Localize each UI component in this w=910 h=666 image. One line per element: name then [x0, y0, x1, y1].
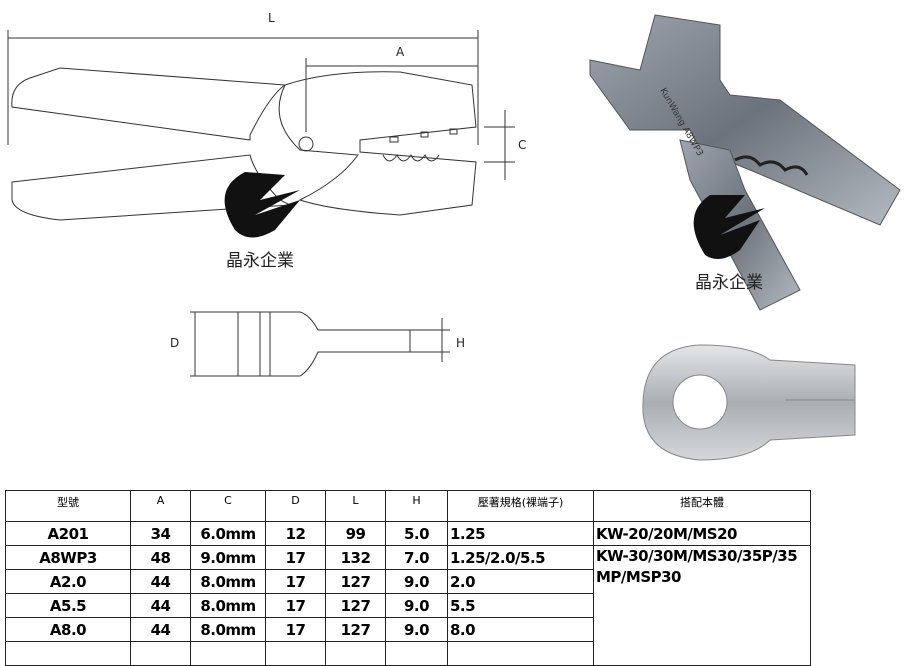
cell-spec: 1.25 [447, 521, 594, 546]
header-spec: 壓著規格(裸端子) [447, 490, 594, 522]
brand-logo-icon [224, 172, 300, 238]
cell-C: 8.0mm [190, 593, 266, 618]
empty-cell [325, 641, 386, 666]
cell-model: A8.0 [5, 617, 131, 642]
empty-cell [130, 641, 191, 666]
header-A: A [130, 490, 191, 522]
cell-C: 9.0mm [190, 545, 266, 570]
dim-label-C: C [518, 138, 526, 152]
empty-cell [385, 641, 448, 666]
cell-A: 44 [130, 617, 191, 642]
cell-L: 127 [325, 617, 386, 642]
cell-C: 6.0mm [190, 521, 266, 546]
cell-D: 17 [265, 593, 326, 618]
cell-A: 48 [130, 545, 191, 570]
cell-spec: 8.0 [447, 617, 594, 642]
cell-D: 12 [265, 521, 326, 546]
dim-label-A: A [396, 45, 405, 59]
table-row: A2.0 44 8.0mm 17 127 9.0 2.0 [5, 569, 811, 594]
cell-model: A201 [5, 521, 131, 546]
cell-A: 44 [130, 593, 191, 618]
cell-D: 17 [265, 545, 326, 570]
table-row-empty [5, 641, 811, 666]
spec-table: 型號 A C D L H 壓著規格(裸端子) 搭配本體 A201 34 6.0m… [5, 490, 811, 666]
table-row: A201 34 6.0mm 12 99 5.0 1.25 KW-20/20M/M… [5, 521, 811, 546]
header-C: C [190, 490, 266, 522]
empty-cell [5, 641, 131, 666]
cell-model: A8WP3 [5, 545, 131, 570]
cell-L: 132 [325, 545, 386, 570]
cell-H: 7.0 [385, 545, 448, 570]
cell-spec: 5.5 [447, 593, 594, 618]
brand-logo-icon [693, 195, 765, 259]
cell-H: 9.0 [385, 593, 448, 618]
header-L: L [325, 490, 386, 522]
cell-L: 127 [325, 569, 386, 594]
cell-L: 99 [325, 521, 386, 546]
dim-label-H: H [456, 336, 465, 350]
crimper-photo: KunWang A8WP3 [589, 14, 901, 311]
cell-L: 127 [325, 593, 386, 618]
empty-cell [265, 641, 326, 666]
header-H: H [385, 490, 448, 522]
cell-model: A2.0 [5, 569, 131, 594]
brand-name: 晶永企業 [226, 251, 294, 271]
cell-spec: 1.25/2.0/5.5 [447, 545, 594, 570]
header-model: 型號 [5, 490, 131, 522]
cell-H: 5.0 [385, 521, 448, 546]
cell-C: 8.0mm [190, 569, 266, 594]
terminal-drawing: D H [170, 311, 465, 377]
cell-model: A5.5 [5, 593, 131, 618]
ring-terminal-photo [642, 344, 856, 461]
header-body: 搭配本體 [593, 490, 811, 522]
cell-body: KW-30/30M/MS30/35P/35MP/MSP30 [593, 545, 811, 666]
dim-label-D: D [170, 336, 179, 350]
cell-spec: 2.0 [447, 569, 594, 594]
table-row: A8WP3 48 9.0mm 17 132 7.0 1.25/2.0/5.5 K… [5, 545, 811, 666]
cell-C: 8.0mm [190, 617, 266, 642]
header-D: D [265, 490, 326, 522]
brand-name-photo: 晶永企業 [695, 273, 763, 293]
empty-cell [190, 641, 266, 666]
cell-D: 17 [265, 617, 326, 642]
cell-H: 9.0 [385, 617, 448, 642]
cell-D: 17 [265, 569, 326, 594]
crimper-drawing: L A C [7, 11, 526, 238]
empty-cell [447, 641, 594, 666]
cell-body: KW-20/20M/MS20 [593, 521, 811, 546]
cell-A: 34 [130, 521, 191, 546]
table-header-row: 型號 A C D L H 壓著規格(裸端子) 搭配本體 [5, 490, 811, 522]
cell-A: 44 [130, 569, 191, 594]
cell-H: 9.0 [385, 569, 448, 594]
dim-label-L: L [268, 11, 275, 25]
